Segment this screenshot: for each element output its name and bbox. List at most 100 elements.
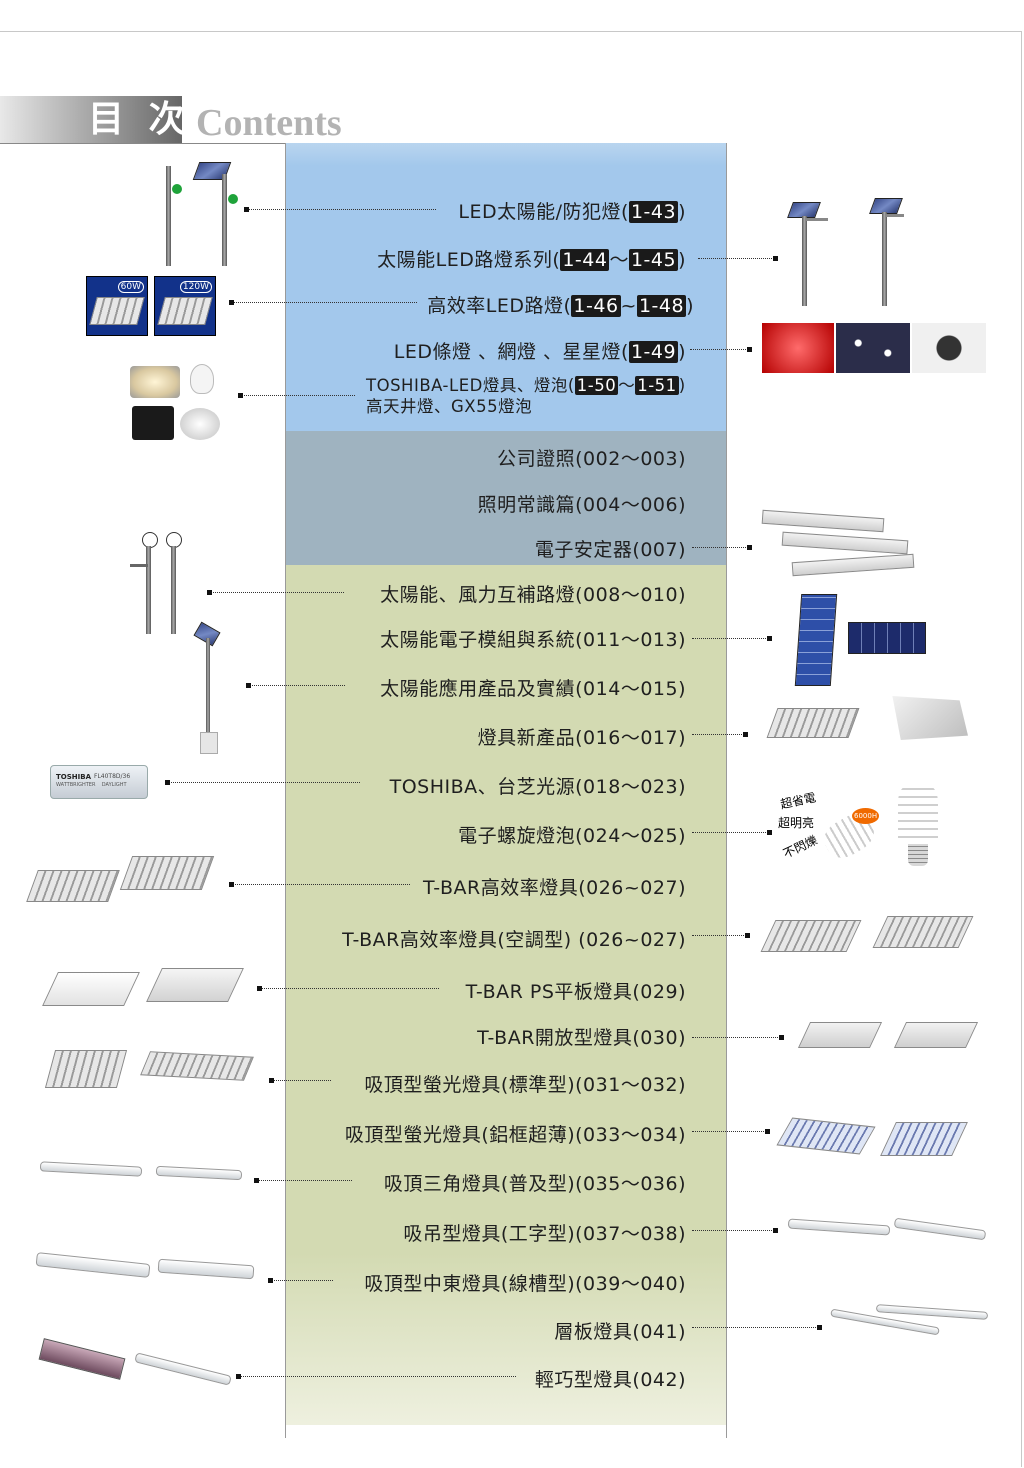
entry-text: LED太陽能/防犯燈( <box>458 201 629 223</box>
column-rule-left <box>285 143 286 1438</box>
bulb-tag: 超明亮 <box>778 816 815 830</box>
page-badge: 1-48 <box>636 295 687 317</box>
leader-line <box>257 986 439 991</box>
toc-entry[interactable]: 太陽能電子模組與系統(011～013) <box>380 629 686 651</box>
toc-entry[interactable]: 公司證照(002～003) <box>497 448 686 470</box>
toc-entry[interactable]: 電子螺旋燈泡(024～025) <box>458 825 686 847</box>
toc-entry[interactable]: T-BAR PS平板燈具(029) <box>465 981 686 1003</box>
leader-line <box>692 830 772 835</box>
toc-entry[interactable]: T-BAR開放型燈具(030) <box>477 1027 686 1049</box>
section-band-products <box>285 565 726 1425</box>
leader-line <box>244 207 436 212</box>
led-strip-lights-image <box>762 323 986 373</box>
leader-line <box>229 300 417 305</box>
leader-line <box>692 933 750 938</box>
leader-line <box>690 347 752 352</box>
toc-entry[interactable]: 燈具新產品(016～017) <box>477 727 686 749</box>
leader-line <box>692 1325 822 1330</box>
entry-text: ) <box>678 249 686 271</box>
page-frame <box>0 31 1022 1467</box>
toc-entry[interactable]: 輕巧型燈具(042) <box>534 1369 686 1391</box>
toc-entry[interactable]: 高效率LED路燈(1-46~1-48) <box>427 291 694 318</box>
toc-entry[interactable]: 吸吊型燈具(工字型)(037～038) <box>403 1223 686 1245</box>
page-title-zh: 目 次 <box>88 98 191 140</box>
toc-entry[interactable]: T-BAR高效率燈具(空調型) (026~027) <box>342 929 686 951</box>
leader-line <box>692 636 772 641</box>
toc-entry[interactable]: 吸頂型螢光燈具(標準型)(031～032) <box>364 1074 686 1096</box>
toc-entry[interactable]: 電子安定器(007) <box>534 539 686 561</box>
solar-security-light-image <box>160 160 240 270</box>
ceiling-fluorescent-standard-image <box>40 1044 256 1092</box>
leader-line <box>268 1278 333 1283</box>
entry-text: ~ <box>620 295 637 317</box>
header-rule <box>0 143 286 144</box>
leader-line <box>269 1078 331 1083</box>
column-rule-right <box>726 143 727 1438</box>
leader-line <box>165 780 360 785</box>
page-badge: 1-45 <box>628 249 679 271</box>
toc-entry[interactable]: 太陽能LED路燈系列(1-44～1-45) <box>377 245 686 272</box>
toshiba-led-fixtures-image <box>128 364 224 444</box>
toc-entry[interactable]: 太陽能應用產品及實績(014～015) <box>380 678 686 700</box>
toc-entry[interactable]: 吸頂型螢光燈具(鋁框超薄)(033～034) <box>344 1124 686 1146</box>
channel-fixture-image <box>34 1250 258 1294</box>
leader-line <box>229 882 410 887</box>
watt-label: 60W <box>117 281 144 293</box>
toshiba-tube-image: TOSHIBA FL40T8D/36 WATTBRIGHTER DAYLIGHT <box>50 763 150 799</box>
bulb-tag: 超省電 <box>779 790 818 812</box>
entry-text: ～ <box>618 376 636 395</box>
new-fixtures-image <box>766 694 972 746</box>
entry-text: TOSHIBA-LED燈具、燈泡( <box>366 376 575 395</box>
entry-text: ) <box>678 341 686 363</box>
entry-text: LED條燈 、網燈 、星星燈( <box>393 341 629 363</box>
solar-applied-product-image <box>192 621 226 754</box>
toc-entry[interactable]: 太陽能、風力互補路燈(008～010) <box>380 584 686 606</box>
tbar-open-fixture-image <box>796 1016 979 1062</box>
entry-text: 太陽能LED路燈系列( <box>377 249 561 271</box>
page-title-en: Contents <box>196 102 342 144</box>
toc-entry[interactable]: 吸頂型中東燈具(線槽型)(039～040) <box>364 1273 686 1295</box>
toc-entry[interactable]: TOSHIBA、台芝光源(018～023) <box>389 776 686 798</box>
entry-text: ) <box>678 376 686 395</box>
entry-text: 高效率LED路燈( <box>427 295 572 317</box>
leader-line <box>692 732 748 737</box>
tube-sub-label: WATTBRIGHTER DAYLIGHT <box>56 782 127 788</box>
electronic-ballast-image <box>761 509 916 580</box>
toc-entry[interactable]: LED太陽能/防犯燈(1-43) <box>458 197 686 224</box>
toc-entry[interactable]: 層板燈具(041) <box>554 1321 686 1343</box>
section-band-general <box>285 431 726 565</box>
leader-line <box>207 590 344 595</box>
ceiling-triangle-fixture-image <box>38 1158 244 1192</box>
page-badge: 1-49 <box>628 341 679 363</box>
shelf-fixture-image <box>826 1302 990 1348</box>
toc-entry[interactable]: 照明常識篇(004～006) <box>477 494 686 516</box>
toc-entry[interactable]: TOSHIBA-LED燈具、燈泡(1-50～1-51) 高天井燈、GX55燈泡 <box>366 375 686 417</box>
leader-line <box>692 1035 784 1040</box>
leader-line <box>246 683 345 688</box>
entry-text: ) <box>678 201 686 223</box>
leader-line <box>254 1178 352 1183</box>
tube-model-label: FL40T8D/36 <box>94 773 131 780</box>
solar-street-light-image <box>786 198 906 308</box>
leader-line <box>238 393 355 398</box>
leader-line <box>698 256 778 261</box>
page-badge: 1-46 <box>571 295 621 317</box>
page-badge: 1-44 <box>560 249 610 271</box>
tbar-ac-fixture-image <box>758 910 974 960</box>
toc-entry[interactable]: LED條燈 、網燈 、星星燈(1-49) <box>394 337 686 364</box>
page-badge: 1-51 <box>635 376 679 395</box>
solar-module-image <box>794 594 928 688</box>
toc-entry[interactable]: T-BAR高效率燈具(026~027) <box>422 877 686 899</box>
entry-text-line2: 高天井燈、GX55燈泡 <box>366 397 533 416</box>
solar-wind-street-light-image <box>128 530 188 636</box>
spiral-bulb-image: 超省電 超明亮 不閃爍 6000H <box>774 778 954 878</box>
bulb-tag: 不閃爍 <box>780 832 820 861</box>
ceiling-fluorescent-slim-image <box>772 1114 968 1164</box>
leader-line <box>692 1129 770 1134</box>
tube-brand-label: TOSHIBA <box>56 773 91 781</box>
header-bar <box>0 96 182 143</box>
leader-line <box>692 545 752 550</box>
toc-entry[interactable]: 吸頂三角燈具(普及型)(035～036) <box>383 1173 686 1195</box>
compact-fixture-image <box>38 1338 234 1400</box>
suspended-h-fixture-image <box>784 1214 988 1252</box>
